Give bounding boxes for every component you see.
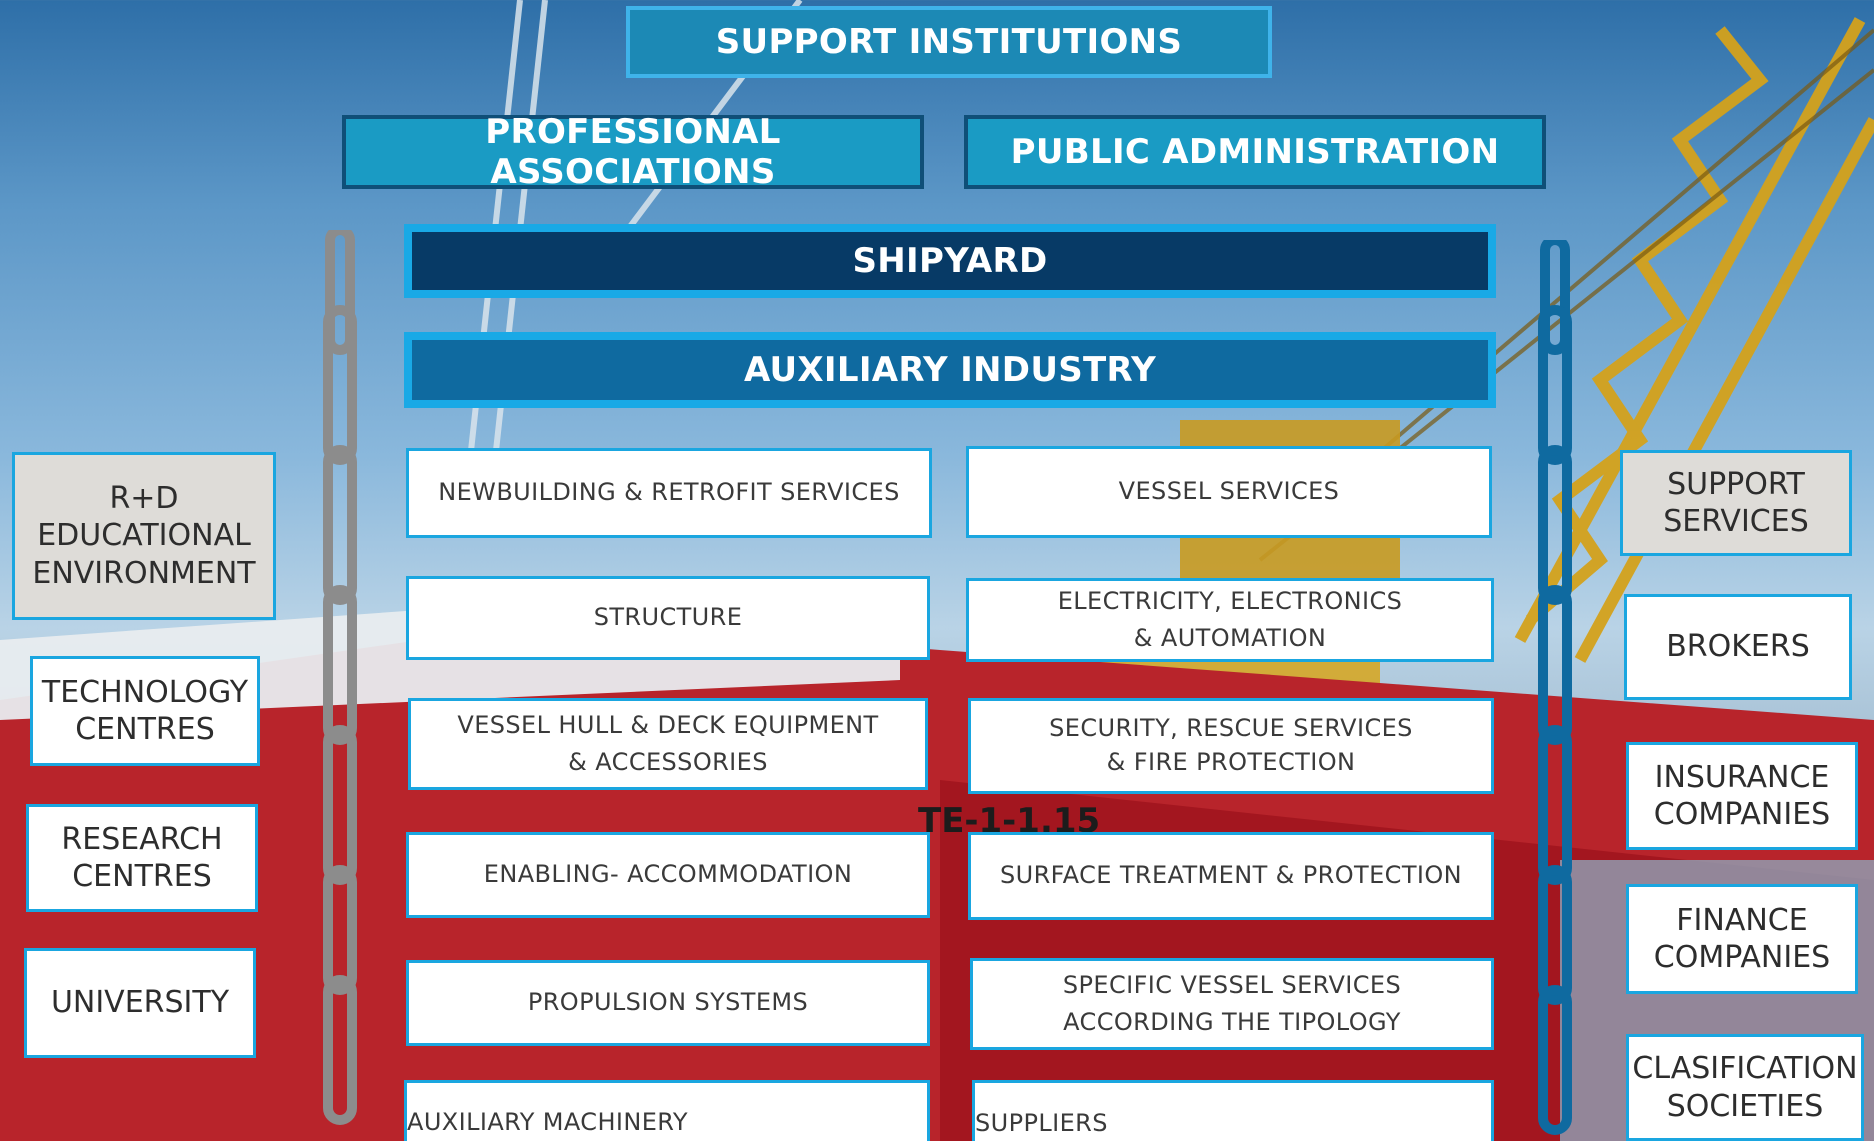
- finance-companies-box: FINANCE COMPANIES: [1626, 884, 1858, 994]
- service-box-vessel-services: VESSEL SERVICES: [966, 446, 1492, 538]
- service-box-newbuilding: NEWBUILDING & RETROFIT SERVICES: [406, 448, 932, 538]
- service-label: VESSEL SERVICES: [1118, 477, 1340, 506]
- service-box-surface-treatment: SURFACE TREATMENT & PROTECTION: [968, 832, 1494, 920]
- side-label: EDUCATIONAL: [37, 518, 251, 554]
- side-label: INSURANCE: [1654, 759, 1830, 795]
- side-label: TECHNOLOGY: [41, 674, 249, 710]
- support-services-box: SUPPORT SERVICES: [1620, 450, 1852, 556]
- rd-educational-environment-box: R+D EDUCATIONAL ENVIRONMENT: [12, 452, 276, 620]
- auxiliary-industry-label: AUXILIARY INDUSTRY: [743, 350, 1157, 390]
- service-box-accommodation: ENABLING- ACCOMMODATION: [406, 832, 930, 918]
- side-label: CENTRES: [72, 859, 212, 894]
- technology-centres-box: TECHNOLOGY CENTRES: [30, 656, 260, 766]
- service-box-hull-deck: VESSEL HULL & DECK EQUIPMENT & ACCESSORI…: [408, 698, 928, 790]
- service-label: NEWBUILDING & RETROFIT SERVICES: [438, 478, 900, 507]
- service-label: & ACCESSORIES: [568, 748, 768, 776]
- side-label: UNIVERSITY: [50, 985, 230, 1021]
- service-box-security: SECURITY, RESCUE SERVICES & FIRE PROTECT…: [968, 698, 1494, 794]
- side-label: COMPANIES: [1653, 797, 1831, 832]
- shipyard-label: SHIPYARD: [852, 241, 1048, 281]
- side-label: SOCIETIES: [1666, 1088, 1824, 1124]
- service-box-suppliers: SUPPLIERS: [972, 1080, 1494, 1141]
- public-administration-label: PUBLIC ADMINISTRATION: [1010, 132, 1500, 172]
- service-box-specific-vessel: SPECIFIC VESSEL SERVICES ACCORDING THE T…: [970, 958, 1494, 1050]
- service-label: SUPPLIERS: [975, 1109, 1108, 1138]
- service-box-structure: STRUCTURE: [406, 576, 930, 660]
- side-label: ENVIRONMENT: [32, 555, 256, 591]
- insurance-companies-box: INSURANCE COMPANIES: [1626, 742, 1858, 850]
- side-label: SUPPORT: [1667, 466, 1805, 502]
- side-label: FINANCE: [1676, 902, 1808, 938]
- professional-associations-label: PROFESSIONAL ASSOCIATIONS: [485, 112, 781, 192]
- service-label: SPECIFIC VESSEL SERVICES: [1062, 970, 1402, 999]
- service-label: VESSEL HULL & DECK EQUIPMENT: [457, 710, 879, 739]
- side-label: RESEARCH: [61, 821, 223, 857]
- support-institutions-header: SUPPORT INSTITUTIONS: [626, 6, 1272, 78]
- side-label: COMPANIES: [1653, 940, 1831, 975]
- service-label: & FIRE PROTECTION: [1106, 748, 1356, 776]
- service-box-electricity: ELECTRICITY, ELECTRONICS & AUTOMATION: [966, 578, 1494, 662]
- support-institutions-label: SUPPORT INSTITUTIONS: [715, 22, 1183, 62]
- service-label: ENABLING- ACCOMMODATION: [483, 860, 853, 889]
- service-label: AUXILIARY MACHINERY: [407, 1108, 688, 1137]
- service-label: PROPULSION SYSTEMS: [527, 988, 809, 1017]
- auxiliary-industry-header: AUXILIARY INDUSTRY: [404, 332, 1496, 408]
- service-label: ELECTRICITY, ELECTRONICS: [1057, 586, 1403, 615]
- side-label: CENTRES: [75, 712, 215, 747]
- service-box-auxiliary-machinery: AUXILIARY MACHINERY: [404, 1080, 930, 1141]
- side-label: BROKERS: [1666, 629, 1810, 665]
- side-label: SERVICES: [1663, 504, 1809, 539]
- clasification-societies-box: CLASIFICATION SOCIETIES: [1626, 1034, 1864, 1141]
- service-label: SECURITY, RESCUE SERVICES: [1049, 714, 1413, 743]
- public-administration-header: PUBLIC ADMINISTRATION: [964, 115, 1546, 189]
- right-chain-icon: [1538, 240, 1572, 1135]
- service-box-propulsion: PROPULSION SYSTEMS: [406, 960, 930, 1046]
- university-box: UNIVERSITY: [24, 948, 256, 1058]
- side-label: CLASIFICATION: [1632, 1051, 1858, 1086]
- side-label: R+D: [109, 480, 179, 516]
- service-label: SURFACE TREATMENT & PROTECTION: [1000, 861, 1462, 890]
- left-chain-icon: [323, 230, 357, 1125]
- service-label: ACCORDING THE TIPOLOGY: [1063, 1008, 1401, 1036]
- service-label: & AUTOMATION: [1133, 624, 1327, 652]
- shipyard-header: SHIPYARD: [404, 224, 1496, 298]
- research-centres-box: RESEARCH CENTRES: [26, 804, 258, 912]
- service-label: STRUCTURE: [593, 603, 743, 632]
- professional-associations-header: PROFESSIONAL ASSOCIATIONS: [342, 112, 924, 192]
- brokers-box: BROKERS: [1624, 594, 1852, 700]
